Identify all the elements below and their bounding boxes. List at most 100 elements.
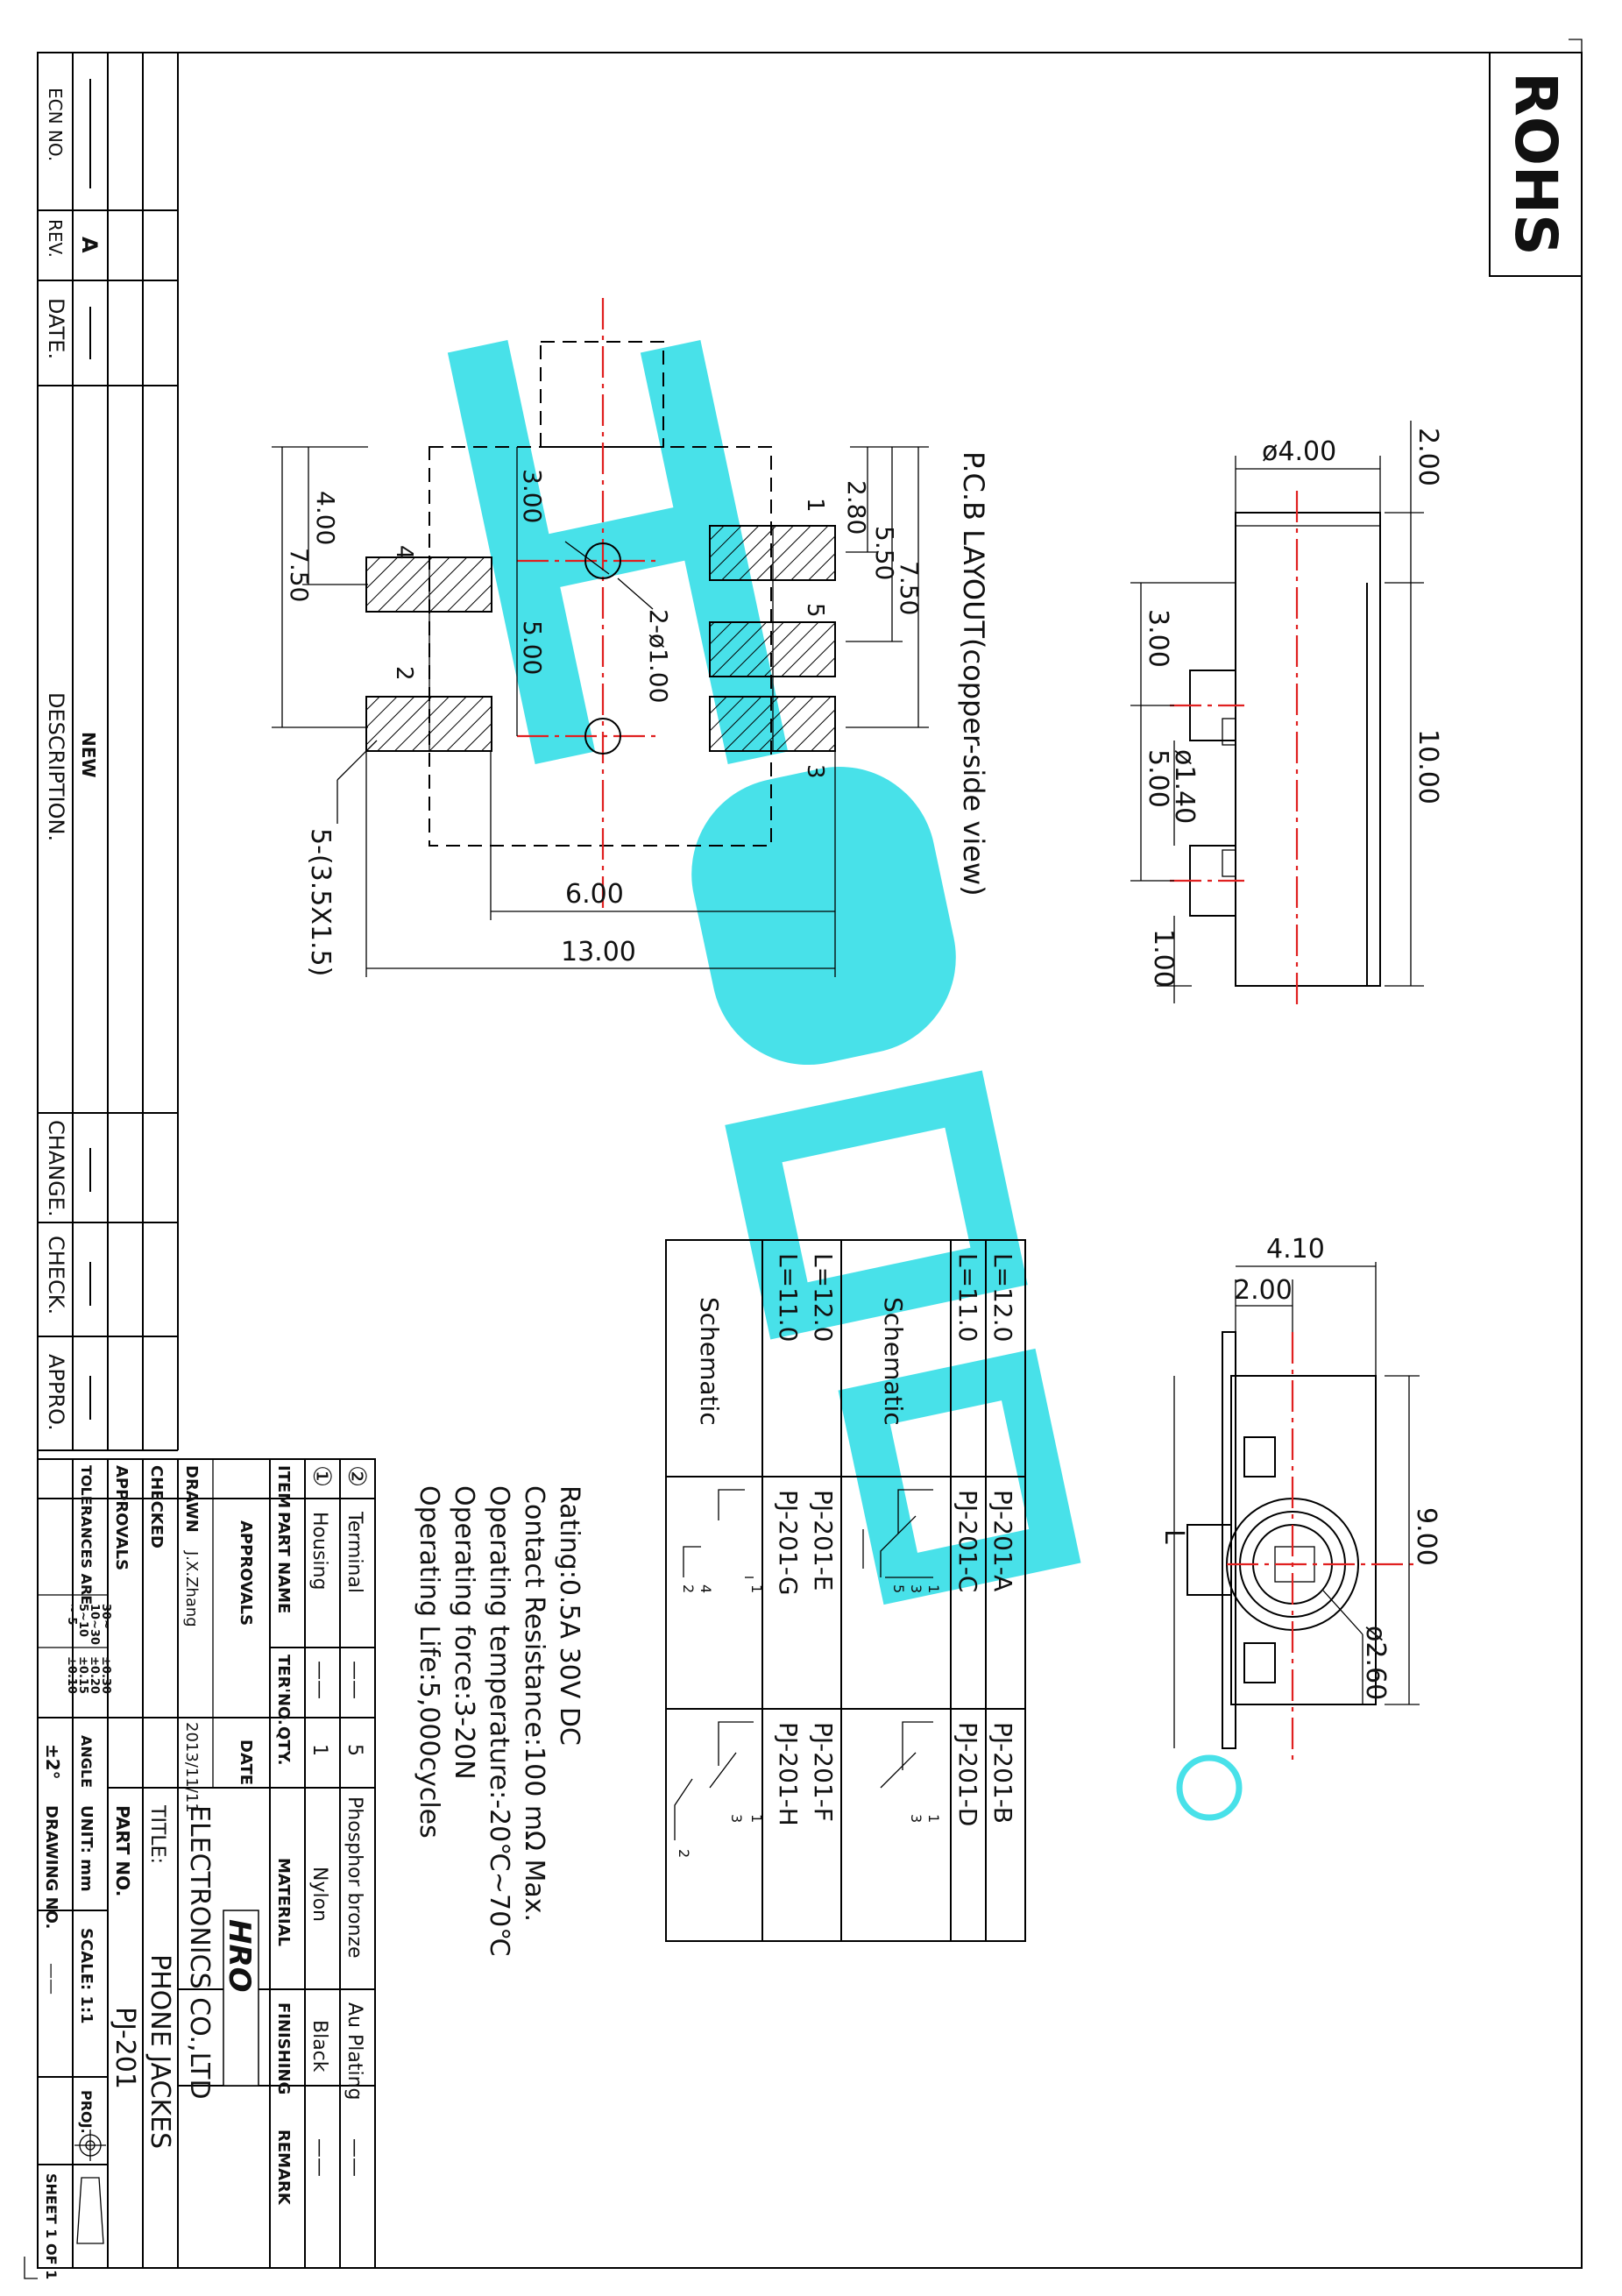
dim-pads: 5-(3.5X1.5) xyxy=(305,828,336,976)
spec-life: Operating Life:5,000cycles xyxy=(414,1485,444,1839)
dim-600: 6.00 xyxy=(565,879,624,910)
bom-remark-terminal: —— xyxy=(344,2138,365,2177)
dim-1300: 13.00 xyxy=(561,937,636,967)
tol-value-2: ±0.20 xyxy=(88,1656,101,1694)
rev-row-rev: A xyxy=(77,237,102,253)
bom-header-material: MATERIAL xyxy=(274,1858,293,1946)
pin-label: 1 xyxy=(748,1814,765,1823)
angle-value: ±2° xyxy=(42,1744,63,1780)
variant-schematic-header: Schematic xyxy=(879,1297,908,1426)
pin-label: 5 xyxy=(890,1584,907,1593)
pad-label-1: 1 xyxy=(802,498,828,513)
revision-table: ECN NO. REV. DATE. DESCRIPTION. CHANGE. … xyxy=(38,53,179,1451)
schematic-symbol: 1 3 xyxy=(880,1721,942,1823)
title-block: ② Terminal —— 5 Phosphor bronze Au Plati… xyxy=(37,1458,376,2279)
front-dim-410: 4.10 xyxy=(1266,1234,1325,1265)
watermark-stroke xyxy=(522,495,740,593)
angle-label: ANGLE xyxy=(78,1735,95,1788)
spec-contact-resistance: Contact Resistance:100 mΩ Max. xyxy=(519,1485,549,1922)
drawn-date: 2013/11/11 xyxy=(182,1722,201,1813)
front-view: 4.10 2.00 9.00 ø2.60 L xyxy=(1158,1234,1441,1761)
variant-part-a: PJ-201-A xyxy=(988,1490,1017,1591)
pcb-layout-title: P.C.B LAYOUT(copper-side view) xyxy=(957,451,990,896)
bom-finishing-terminal: Au Plating xyxy=(344,2002,365,2101)
date-label: DATE xyxy=(237,1740,255,1785)
bom-item-1: ① xyxy=(308,1465,336,1487)
pcb-layout: 1 5 3 4 2 P.C.B LAYOUT(copper-side view)… xyxy=(272,298,990,977)
checked-label: CHECKED xyxy=(147,1465,166,1548)
pin-label: 1 xyxy=(748,1584,765,1593)
bom-header-ter-no: TER'NO. xyxy=(274,1655,293,1726)
side-dim-1: 1.00 xyxy=(1148,929,1179,988)
variant-length-b: L=11.0 xyxy=(953,1253,982,1342)
company-logo: HRO xyxy=(222,1910,259,2087)
tol-range-2: 10~30 xyxy=(88,1604,101,1645)
watermark-stroke xyxy=(691,766,956,1066)
part-no-label: PART NO. xyxy=(112,1805,133,1896)
tol-range-3: 5~10 xyxy=(76,1604,89,1637)
bom-qty-terminal: 5 xyxy=(344,1744,365,1756)
schematic-symbol: 1 4 2 xyxy=(680,1489,765,1593)
pad-label-4: 4 xyxy=(391,545,417,560)
bom-qty-housing: 1 xyxy=(308,1744,330,1756)
pin-label: 2 xyxy=(680,1584,697,1593)
variant-schematic-header-2: Schematic xyxy=(695,1297,724,1426)
drawing-no-label: DRAWING NO. xyxy=(42,1805,60,1929)
dim-400: 4.00 xyxy=(311,491,340,545)
bom-part-housing: Housing xyxy=(308,1512,330,1590)
side-dim-top: 2.00 xyxy=(1413,428,1443,486)
bom-header-item: ITEM xyxy=(274,1465,293,1508)
approvals-label-2: APPROVALS xyxy=(112,1465,131,1570)
bom-remark-housing: —— xyxy=(308,2138,330,2177)
side-view: ø4.00 2.00 10.00 3.00 5.00 ø1.40 1.00 xyxy=(1130,421,1443,1008)
rev-header-change: CHANGE. xyxy=(44,1120,68,1217)
title-label: TITLE: xyxy=(146,1804,168,1864)
pin-label: 3 xyxy=(908,1584,924,1593)
bom-header-part-name: PART NAME xyxy=(274,1512,293,1613)
proj-label: PROJ. xyxy=(78,2090,95,2134)
variant-part-e: PJ-201-E xyxy=(809,1490,838,1591)
company-name: ELECTRONICS CO.,LTD xyxy=(184,1805,215,2100)
tol-value-3: ±0.15 xyxy=(76,1656,89,1694)
side-dim-length: 10.00 xyxy=(1413,729,1443,804)
approvals-label: APPROVALS xyxy=(237,1520,255,1626)
side-dim-5: 5.00 xyxy=(1143,749,1173,808)
rev-header-appro: APPRO. xyxy=(44,1354,68,1431)
variants-table: L=12.0 L=11.0 PJ-201-A PJ-201-C PJ-201-B… xyxy=(665,1239,1026,1942)
tol-range-4: ~ 5 xyxy=(65,1604,78,1625)
bom-finishing-housing: Black xyxy=(308,2020,330,2073)
watermark-gap xyxy=(782,1127,971,1283)
rev-header-rev: REV. xyxy=(45,219,66,258)
variant-length-e: L=12.0 xyxy=(809,1253,838,1342)
outer-border xyxy=(37,52,1583,2269)
rev-header-description: DESCRIPTION. xyxy=(44,692,68,841)
title-value: PHONE JACKES xyxy=(145,1954,175,2149)
spec-rating: Rating:0.5A 30V DC xyxy=(554,1485,584,1746)
rohs-label: ROHS xyxy=(1502,72,1569,256)
scale: SCALE: 1:1 xyxy=(77,1928,96,2024)
part-no-value: PJ-201 xyxy=(110,2007,140,2089)
pin-label: 1 xyxy=(925,1814,942,1823)
rev-header-date: DATE. xyxy=(44,298,68,359)
tol-value-4: ±0.10 xyxy=(65,1656,78,1694)
rev-row-description: NEW xyxy=(78,732,99,777)
mounting-hole xyxy=(584,542,621,579)
variant-length-a: L=12.0 xyxy=(988,1253,1017,1342)
variant-part-d: PJ-201-D xyxy=(953,1722,982,1826)
pad-label-5: 5 xyxy=(802,603,828,618)
unit: UNIT: mm xyxy=(77,1805,96,1892)
variant-part-c: PJ-201-C xyxy=(953,1490,982,1592)
drawn-by: J.X.Zhang xyxy=(182,1550,201,1627)
dim-300: 3.00 xyxy=(518,469,547,523)
dim-750-left: 7.50 xyxy=(285,548,314,602)
side-body xyxy=(1235,512,1381,987)
bom-part-terminal: Terminal xyxy=(344,1511,365,1593)
dim-550: 5.50 xyxy=(870,526,899,580)
schematic-symbol: 1 3 2 xyxy=(674,1721,765,1858)
variant-part-h: PJ-201-H xyxy=(774,1722,803,1826)
drawn-label: DRAWN xyxy=(182,1465,201,1533)
drawing-no-value: —— xyxy=(42,1963,60,1995)
sheet: SHEET 1 OF 1 xyxy=(43,2173,60,2279)
front-dia-260: ø2.60 xyxy=(1360,1626,1391,1700)
